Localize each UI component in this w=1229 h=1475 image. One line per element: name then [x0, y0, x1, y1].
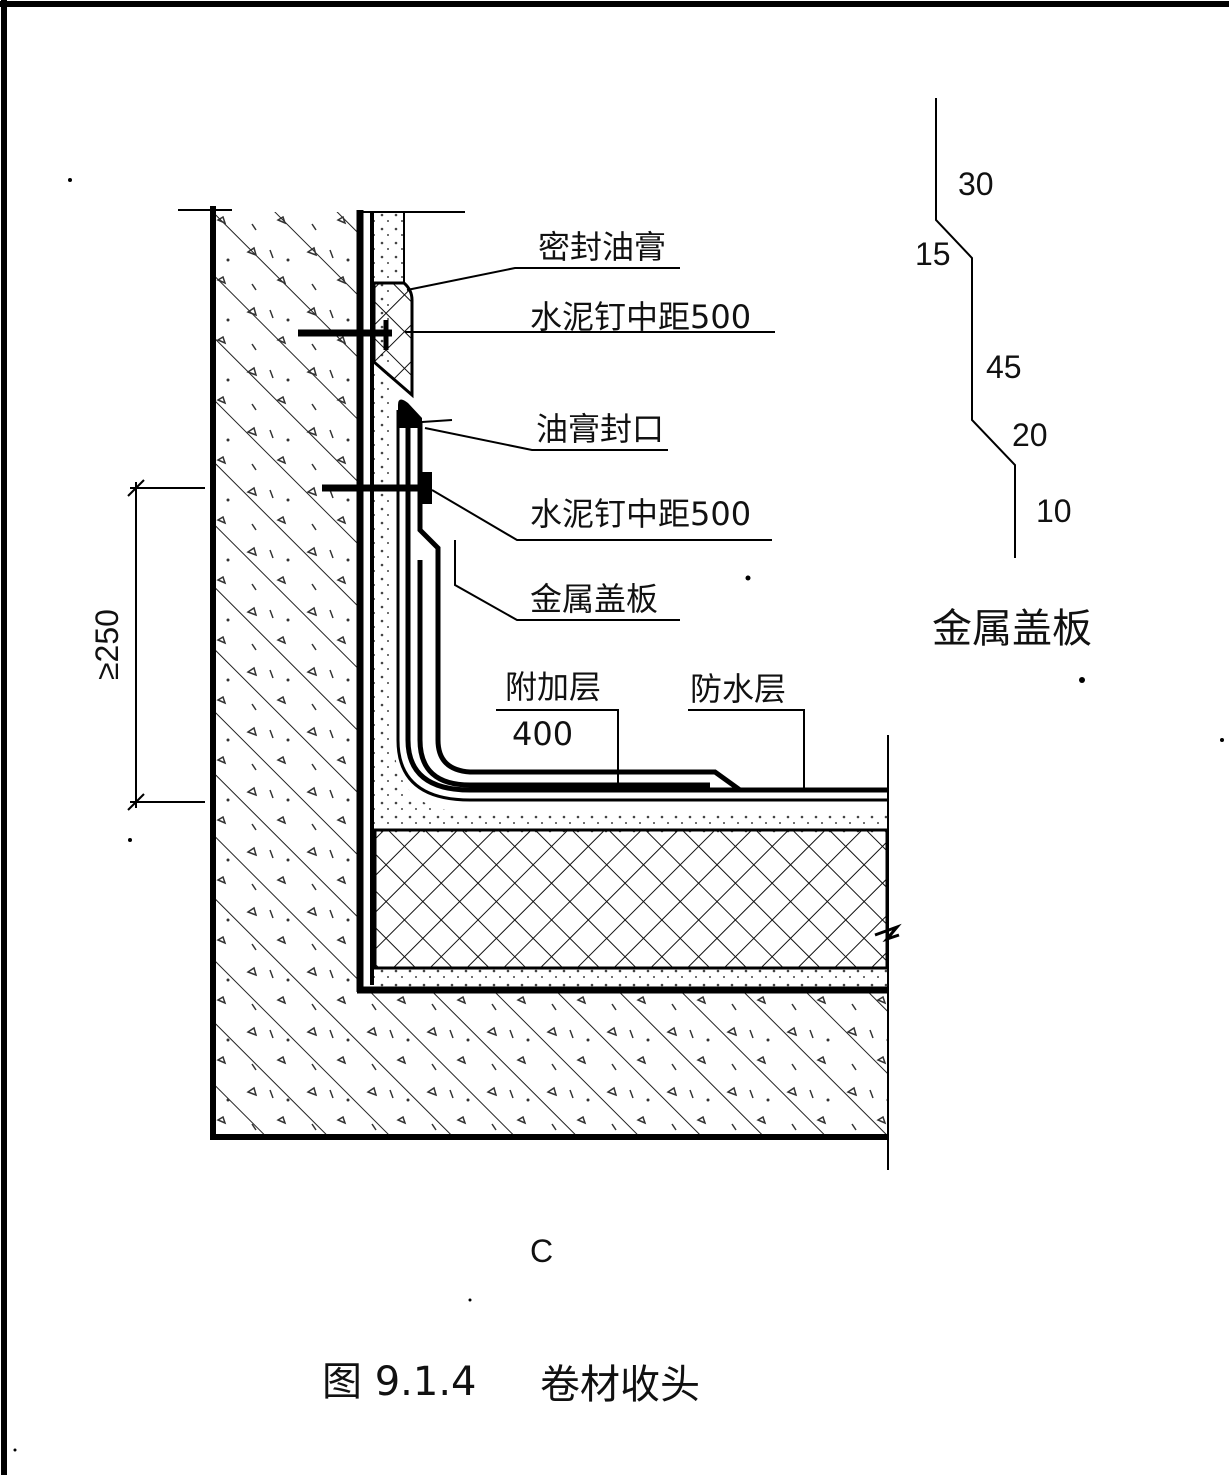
label-sealant-seal: 油膏封口 — [536, 410, 664, 448]
label-nail-spacing-2: 水泥钉中距500 — [530, 495, 751, 533]
label-waterproof-layer: 防水层 — [690, 670, 786, 708]
leader-lines — [405, 267, 805, 790]
label-additional-layer: 附加层 — [505, 668, 601, 706]
waterproof-membrane — [405, 410, 888, 793]
sub-label: C — [530, 1233, 553, 1269]
insulation-board — [373, 828, 889, 970]
cement-nail-2 — [322, 472, 432, 504]
profile-seg-3: 45 — [986, 349, 1022, 385]
label-additional-width: 400 — [512, 715, 573, 753]
profile-seg-2: 15 — [915, 236, 951, 272]
profile-title: 金属盖板 — [932, 606, 1092, 652]
cement-nail-1 — [298, 320, 392, 350]
caption-title: 卷材收头 — [540, 1362, 700, 1408]
cover-profile-line — [935, 98, 1016, 558]
metal-cover-and-additional — [408, 422, 742, 793]
leveling-layer — [370, 212, 888, 990]
height-dimension — [127, 479, 205, 811]
label-nail-spacing-1: 水泥钉中距500 — [530, 298, 751, 336]
height-dimension-label: ≥250 — [89, 609, 125, 680]
label-sealant: 密封油膏 — [538, 228, 666, 266]
label-metal-cover: 金属盖板 — [530, 580, 658, 618]
profile-seg-4: 20 — [1012, 417, 1048, 453]
additional-layer-line — [417, 560, 710, 788]
profile-seg-1: 30 — [958, 166, 994, 202]
profile-seg-5: 10 — [1036, 493, 1072, 529]
sealant-bead — [398, 399, 422, 428]
leveling-surface-line — [396, 410, 888, 802]
break-mark — [874, 923, 902, 943]
scan-specks — [13, 178, 1224, 1452]
concrete-structure — [213, 212, 888, 1140]
sealant-block — [372, 281, 414, 399]
caption-number: 图 9.1.4 — [322, 1359, 477, 1405]
